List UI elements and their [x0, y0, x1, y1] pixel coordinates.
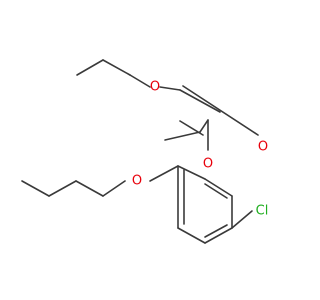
- atom-label-o: O: [150, 80, 160, 95]
- bond: [102, 180, 126, 197]
- atom-label-o: O: [132, 174, 142, 189]
- bond: [231, 210, 253, 229]
- atom-labels: O O O O Cl: [132, 80, 268, 219]
- atom-label-o: O: [203, 157, 213, 172]
- bond: [75, 180, 104, 197]
- structure-diagram: O O O O Cl: [21, 59, 268, 244]
- bond: [159, 86, 181, 91]
- bond: [129, 74, 151, 88]
- atom-label-o: O: [258, 140, 268, 155]
- bond: [204, 224, 228, 238]
- bond: [204, 227, 233, 244]
- bond: [102, 59, 131, 76]
- bonds: [21, 59, 259, 244]
- bond: [177, 165, 206, 180]
- bond: [204, 183, 228, 199]
- bond: [182, 85, 259, 136]
- bond: [179, 89, 221, 113]
- molecule-drawing: O O O O Cl: [21, 59, 268, 244]
- bond: [164, 131, 201, 141]
- bond: [149, 165, 179, 182]
- bond: [48, 180, 77, 197]
- bond: [204, 178, 233, 197]
- bond: [177, 227, 206, 244]
- bond: [76, 59, 104, 76]
- atom-label-cl: Cl: [256, 204, 269, 219]
- bond: [21, 180, 50, 197]
- bond: [199, 119, 209, 133]
